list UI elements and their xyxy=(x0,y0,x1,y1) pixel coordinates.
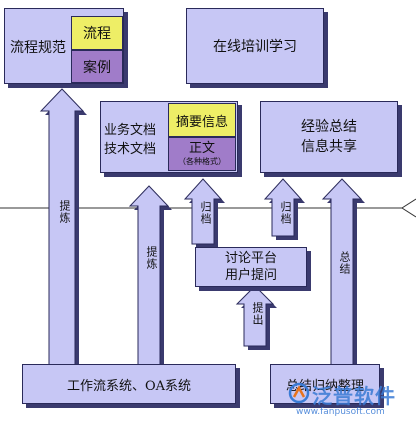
arrow-refine-left xyxy=(39,88,87,370)
case-box: 案例 xyxy=(71,50,123,83)
discussion-line1: 讨论平台 xyxy=(224,251,277,266)
summary-info-box: 摘要信息 xyxy=(168,103,236,137)
business-docs-line1: 业务文档 xyxy=(104,123,157,138)
body-text-note: （各种格式） xyxy=(178,157,226,166)
arrow-refine-mid xyxy=(128,185,172,370)
arrow-label-refine-left: 提炼 xyxy=(58,200,71,224)
arrow-label-refine-mid: 提炼 xyxy=(145,246,158,270)
summary-organize-box: 总结归纳整理 xyxy=(270,364,380,404)
discussion-box: 讨论平台 用户提问 xyxy=(195,247,307,287)
business-docs-line2: 技术文档 xyxy=(104,142,157,157)
online-training-label: 在线培训学习 xyxy=(213,39,297,55)
workflow-label: 工作流系统、OA系统 xyxy=(66,378,192,394)
arrow-archive-right xyxy=(263,178,305,240)
workflow-box: 工作流系统、OA系统 xyxy=(22,364,236,404)
arrow-label-summarize: 总结 xyxy=(338,251,351,275)
flow-box: 流程 xyxy=(71,16,123,50)
arrow-label-submit: 提出 xyxy=(251,302,264,326)
watermark-brand: 泛普软件 xyxy=(312,384,396,408)
arrow-summarize xyxy=(321,178,365,370)
experience-line2: 信息共享 xyxy=(301,139,357,155)
process-norms-box: 流程规范 流程 案例 xyxy=(4,8,124,84)
watermark-url: www.fanpusoft.com xyxy=(296,407,385,417)
watermark-logo-icon xyxy=(288,382,310,404)
business-docs-box: 业务文档 技术文档 摘要信息 正文 （各种格式） xyxy=(100,101,238,173)
online-training-box: 在线培训学习 xyxy=(186,8,324,84)
body-text-label: 正文 xyxy=(188,141,215,156)
arrow-label-archive-right: 归档 xyxy=(279,201,292,225)
arrow-archive-mid xyxy=(183,178,225,248)
watermark: 泛普软件 www.fanpusoft.com xyxy=(286,378,414,422)
experience-box: 经验总结 信息共享 xyxy=(260,101,398,173)
arrow-label-archive-mid: 归档 xyxy=(199,201,212,225)
summary-organize-label: 总结归纳整理 xyxy=(285,378,364,394)
timeline-arrowhead xyxy=(401,198,416,218)
arrow-submit xyxy=(235,285,277,350)
discussion-line2: 用户提问 xyxy=(224,268,277,283)
experience-line1: 经验总结 xyxy=(301,119,357,135)
body-text-box: 正文 （各种格式） xyxy=(168,137,236,171)
process-norms-label: 流程规范 xyxy=(10,40,66,56)
